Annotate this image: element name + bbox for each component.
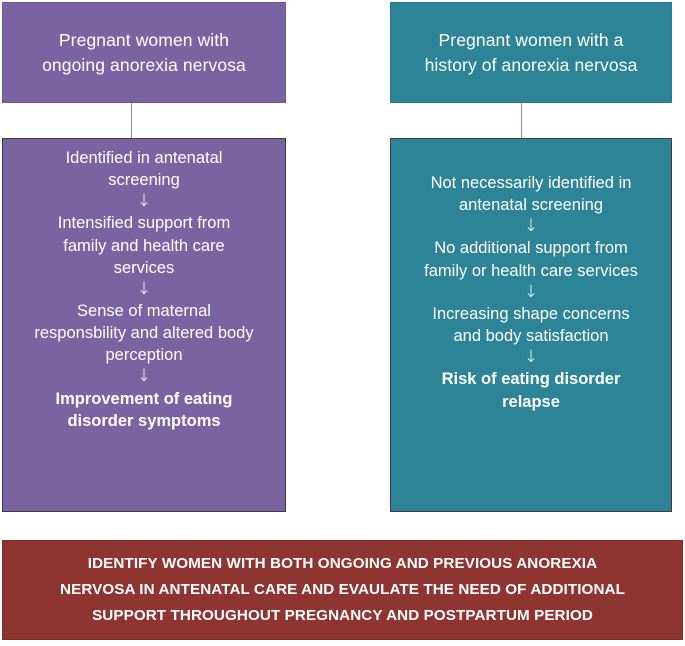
history-header-line-1: Pregnant women with a: [438, 29, 624, 50]
history-step-2-line-1: No additional support from: [434, 239, 628, 258]
history-step-1-line-1: Not necessarily identified in: [430, 174, 632, 192]
down-arrow-icon: ↓: [523, 347, 539, 368]
history-outcome-line-2: relapse: [502, 392, 560, 411]
ongoing-group-header-box: Pregnant women with ongoing anorexia ner…: [2, 2, 286, 103]
history-step-3-line-1: Increasing shape concerns: [432, 304, 630, 323]
history-pathway-box: Not necessarily identified in antenatal …: [390, 138, 672, 512]
ongoing-step-2-line-3: services: [113, 258, 175, 277]
ongoing-step-1-line-1: Identified in antenatal: [65, 149, 223, 167]
connector-line-history: [521, 103, 522, 139]
history-group-header-box: Pregnant women with a history of anorexi…: [390, 2, 672, 103]
call-to-action-banner: IDENTIFY WOMEN WITH BOTH ONGOING AND PRE…: [2, 540, 683, 640]
banner-line-1: IDENTIFY WOMEN WITH BOTH ONGOING AND PRE…: [87, 554, 598, 572]
history-step-2-line-2: family or health care services: [424, 261, 638, 280]
ongoing-header-line-1: Pregnant women with: [58, 29, 230, 50]
ongoing-outcome-line-2: disorder symptoms: [67, 411, 221, 430]
connector-line-ongoing: [131, 103, 132, 139]
ongoing-step-3-line-3: perception: [105, 346, 183, 365]
ongoing-step-1-line-2: screening: [108, 171, 180, 190]
banner-line-2: NERVOSA IN ANTENATAL CARE AND EVAULATE T…: [60, 580, 625, 598]
history-step-3-line-2: and body satisfaction: [453, 327, 609, 346]
ongoing-step-2-line-1: Intensified support from: [57, 214, 231, 233]
history-header-line-2: history of anorexia nervosa: [424, 54, 638, 75]
down-arrow-icon: ↓: [136, 278, 152, 299]
ongoing-header-line-2: ongoing anorexia nervosa: [42, 54, 246, 75]
ongoing-step-2-line-2: family and health care: [63, 236, 225, 255]
down-arrow-icon: ↓: [136, 191, 152, 212]
ongoing-step-3-line-1: Sense of maternal: [77, 302, 211, 321]
ongoing-step-3-line-2: responsbility and altered body: [34, 324, 254, 343]
ongoing-pathway-box: Identified in antenatal screening ↓ Inte…: [2, 138, 286, 512]
history-outcome-line-1: Risk of eating disorder: [441, 370, 621, 389]
ongoing-outcome-line-1: Improvement of eating: [55, 389, 233, 408]
down-arrow-icon: ↓: [136, 366, 152, 387]
down-arrow-icon: ↓: [523, 216, 539, 237]
down-arrow-icon: ↓: [523, 281, 539, 302]
history-step-1-line-2: antenatal screening: [458, 196, 604, 215]
banner-line-3: SUPPORT THROUGHOUT PREGNANCY AND POSTPAR…: [92, 607, 593, 625]
